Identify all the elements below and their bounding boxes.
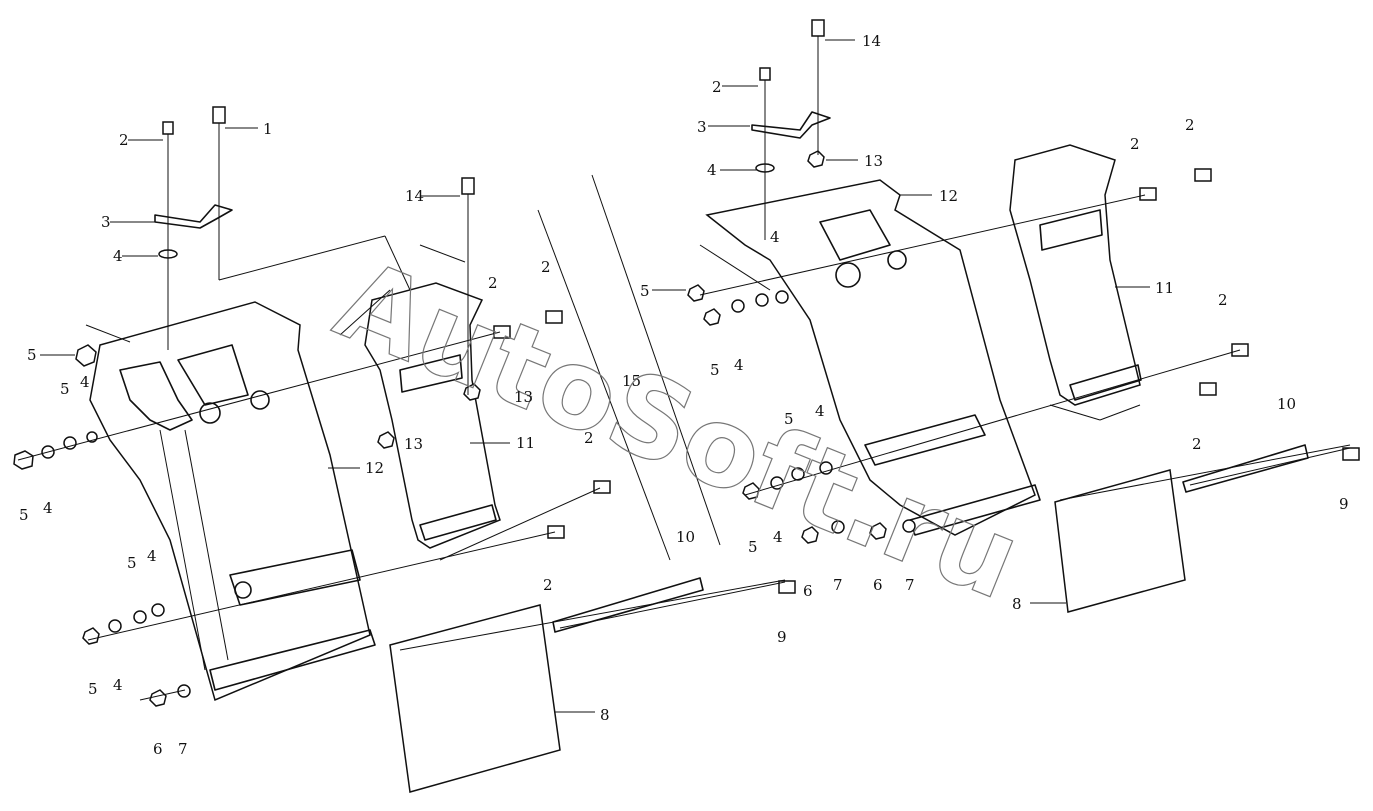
callout-label: 5 <box>784 410 794 428</box>
callout-label: 3 <box>101 213 111 231</box>
right-assembly <box>652 19 1360 613</box>
callout-label: 4 <box>770 228 780 246</box>
right-bracket <box>1009 144 1141 406</box>
callout-label: 2 <box>1218 291 1228 309</box>
callout-label: 7 <box>178 740 188 758</box>
callout-label: 4 <box>707 161 717 179</box>
callout-label: 8 <box>600 706 610 724</box>
callout-label: 13 <box>514 388 533 406</box>
callout-label: 4 <box>113 247 123 265</box>
left-mudflap <box>389 604 561 793</box>
callout-label: 2 <box>712 78 722 96</box>
callout-label: 11 <box>1155 279 1174 297</box>
callout-label: 15 <box>622 372 641 390</box>
callout-label: 5 <box>748 538 758 556</box>
callout-label: 14 <box>862 32 881 50</box>
callout-label: 2 <box>119 131 129 149</box>
callout-label: 1 <box>263 120 273 138</box>
callout-label: 10 <box>1277 395 1296 413</box>
callout-label: 4 <box>113 676 123 694</box>
callout-label: 5 <box>127 554 137 572</box>
left-assembly <box>13 106 796 793</box>
callout-label: 3 <box>697 118 707 136</box>
callout-label: 5 <box>88 680 98 698</box>
callout-label: 2 <box>584 429 594 447</box>
callout-label: 2 <box>1185 116 1195 134</box>
callout-label: 5 <box>60 380 70 398</box>
callout-label: 7 <box>905 576 915 594</box>
callout-label: 7 <box>833 576 843 594</box>
callout-label: 6 <box>873 576 883 594</box>
callout-label: 14 <box>405 187 424 205</box>
callout-label: 8 <box>1012 595 1022 613</box>
callout-label: 13 <box>864 152 883 170</box>
callout-label: 5 <box>19 506 29 524</box>
callout-label: 4 <box>43 499 53 517</box>
callout-label: 12 <box>939 187 958 205</box>
callout-label: 4 <box>773 528 783 546</box>
right-mudflap <box>1054 469 1186 613</box>
callout-label: 10 <box>676 528 695 546</box>
callout-label: 2 <box>1130 135 1140 153</box>
callout-label: 2 <box>543 576 553 594</box>
callout-label: 6 <box>153 740 163 758</box>
left-bracket <box>364 282 501 549</box>
callout-label: 9 <box>777 628 787 646</box>
right-fender <box>705 179 1036 536</box>
callout-label: 5 <box>640 282 650 300</box>
callout-label: 4 <box>815 402 825 420</box>
callout-label: 9 <box>1339 495 1349 513</box>
callout-label: 2 <box>541 258 551 276</box>
callout-label: 11 <box>516 434 535 452</box>
callout-label: 2 <box>488 274 498 292</box>
callout-label: 4 <box>80 373 90 391</box>
callout-label: 2 <box>1192 435 1202 453</box>
callout-label: 6 <box>803 582 813 600</box>
callout-label: 5 <box>27 346 37 364</box>
callout-label: 12 <box>365 459 384 477</box>
callout-label: 4 <box>147 547 157 565</box>
callout-label: 4 <box>734 356 744 374</box>
callout-label: 13 <box>404 435 423 453</box>
callout-label: 5 <box>710 361 720 379</box>
